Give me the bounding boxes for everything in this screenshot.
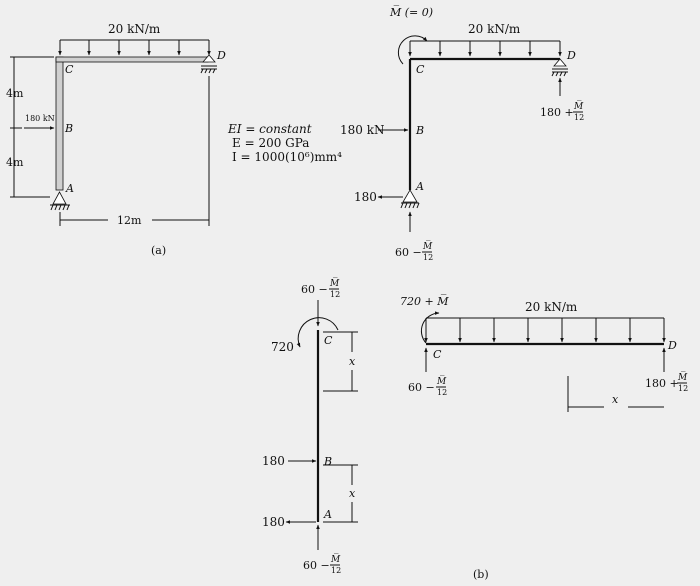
ei-constant: EI = constant [227,122,312,136]
frame-a: 20 kN/m D C B A 180 kN [6,22,226,257]
moment-label-fbd: M̅ (= 0) [389,5,433,19]
joint-b-label-a: B [64,122,73,135]
column-x-dim-upper [323,331,358,392]
moment-arrow-fbd [397,35,428,65]
material-properties: EI = constant E = 200 GPa I = 1000(10⁶)m… [227,122,342,164]
dimension-upper-a: 4m [6,87,24,100]
column-x-dim-lower [323,464,358,523]
caption-b: (b) [473,568,489,581]
distributed-load-fbd [408,40,562,57]
pin-support-a-fbd [400,189,420,209]
beam-joint-c: C [433,348,442,361]
beam-right-reaction-label: 180 + [645,377,679,390]
force-label-b-a: 180 kN [25,114,55,123]
joint-b-label-fbd: B [415,124,424,137]
fbd-column: 60 − M̅ 12 720 C B A x 180 x 180 60 − [262,277,358,575]
dimension-lower-a: 4m [6,156,24,169]
column-x-lower-label: x [349,487,356,500]
column-joint-b: B [323,455,332,468]
column-top-force-label: 60 − [301,283,328,296]
beam-x-label: x [612,393,619,406]
beam-load-label: 20 kN/m [525,300,578,314]
load-label-a: 20 kN/m [108,22,161,36]
beam-joint-d: D [667,339,677,352]
height-dimension-a [10,56,54,198]
column-joint-a: A [323,508,332,521]
beam-left-reaction-den: 12 [437,388,447,397]
joint-d-label-a: D [216,49,226,62]
span-label-a: 12m [117,214,142,227]
column-moment-label: 720 [271,340,294,354]
beam-right-reaction-den: 12 [678,384,688,393]
joint-d-label-fbd: D [566,49,576,62]
column-a [55,56,64,191]
reaction-ax-label-fbd: 180 [354,190,377,204]
load-label-fbd: 20 kN/m [468,22,521,36]
joint-c-label-a: C [65,63,74,76]
beam-a [55,56,209,63]
fbd-beam: 720 + M̅ 20 kN/m C D 60 − M̅ 12 180 + M̅… [400,294,688,412]
fbd-frame: M̅ (= 0) 20 kN/m C D B A 180 + [340,5,584,262]
joint-a-label-fbd: A [415,180,424,193]
modulus-e: E = 200 GPa [232,136,309,150]
reaction-dy-label-fbd: 180 + [540,106,574,119]
caption-a: (a) [151,244,166,257]
column-top-force-den: 12 [330,290,340,299]
joint-c-label-fbd: C [416,63,425,76]
inertia-i: I = 1000(10⁶)mm⁴ [232,150,342,164]
reaction-dy-num-fbd: M̅ [573,100,584,112]
reaction-ay-num-fbd: M̅ [422,240,433,252]
pin-support-a-a [50,191,70,211]
column-force-b-label: 180 [262,454,285,468]
column-force-a-label: 180 [262,515,285,529]
span-dimension-a [59,76,210,226]
reaction-ay-den-fbd: 12 [423,253,433,262]
beam-left-reaction-num: M̅ [436,375,447,387]
distributed-load-beam [424,317,666,343]
column-bottom-force-den: 12 [331,566,341,575]
reaction-dy-den-fbd: 12 [574,113,584,122]
beam-moment-arrow [420,311,440,344]
column-top-force-num: M̅ [329,277,340,289]
column-bottom-force-num: M̅ [330,553,341,565]
roller-support-d-a [200,54,217,74]
roller-support-d-fbd [551,58,568,77]
column-moment-arrow [296,317,339,348]
force-label-b-fbd: 180 kN [340,123,385,137]
beam-right-reaction-num: M̅ [677,371,688,383]
reaction-ay-label-fbd: 60 − [395,246,422,259]
column-bottom-force-label: 60 − [303,559,330,572]
beam-moment-label: 720 + M̅ [400,294,449,308]
joint-a-label-a: A [65,182,74,195]
column-joint-c: C [324,334,333,347]
distributed-load-a [58,39,211,56]
column-x-upper-label: x [349,355,356,368]
beam-x-dimension [567,376,664,412]
beam-left-reaction-label: 60 − [408,381,435,394]
